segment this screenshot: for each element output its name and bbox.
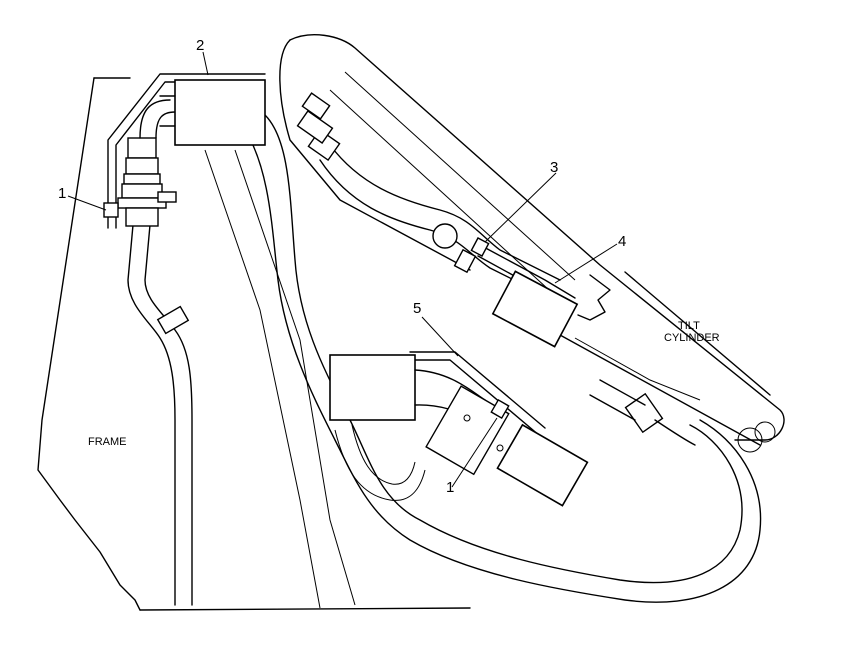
clamp-block-2 xyxy=(174,79,266,146)
bolt-1-upper xyxy=(103,202,119,218)
callout-1-upper: 1 xyxy=(58,185,66,202)
tilt-cylinder xyxy=(279,34,785,453)
hose-fitting-right xyxy=(589,379,696,446)
callout-4: 4 xyxy=(618,233,626,250)
clamp-block-5 xyxy=(329,354,416,421)
hose-loop-lower xyxy=(244,114,762,603)
frame-outline xyxy=(37,77,471,611)
callout-3: 3 xyxy=(550,159,558,176)
clamp-block-5b xyxy=(496,423,589,507)
callout-2: 2 xyxy=(196,37,204,54)
bracket-4-assembly xyxy=(453,237,579,348)
bolt-1-lower xyxy=(490,398,510,420)
bracket-5-assembly xyxy=(329,351,589,507)
callout-1-lower: 1 xyxy=(446,479,454,496)
leader-lines xyxy=(67,51,618,488)
fitting-3 xyxy=(453,248,477,274)
fitting-stack-left xyxy=(117,99,177,227)
plate-5 xyxy=(425,385,510,476)
tilt-cylinder-label-line2: CYLINDER xyxy=(664,332,720,344)
hose-upper xyxy=(296,92,561,299)
callout-5: 5 xyxy=(413,300,421,317)
tilt-cylinder-label-line1: TILT xyxy=(678,320,700,332)
frame-label: FRAME xyxy=(88,436,127,448)
bracket-2-assembly xyxy=(103,73,266,229)
hose-left-vertical xyxy=(127,224,193,606)
clamp-block-4 xyxy=(491,270,579,348)
